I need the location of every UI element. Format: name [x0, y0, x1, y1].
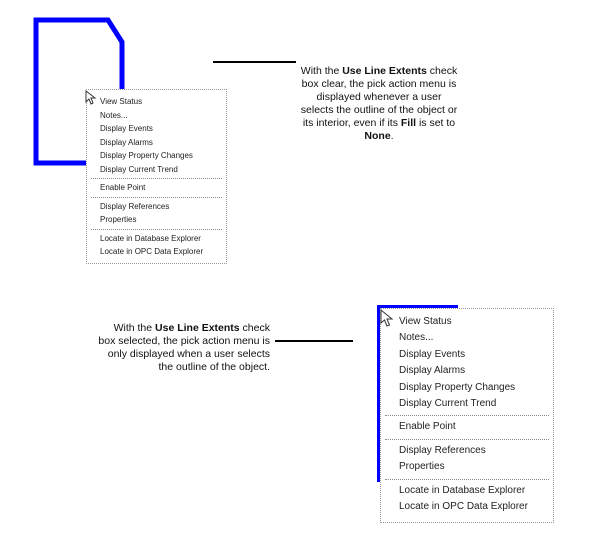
menu-separator [385, 478, 549, 480]
menu-item-display-events[interactable]: Display Events [399, 348, 466, 360]
menu-item-display-property-changes[interactable]: Display Property Changes [399, 381, 516, 393]
callout-text-1: With the Use Line Extents check box clea… [300, 65, 458, 142]
menu-item-display-references[interactable]: Display References [399, 444, 486, 456]
mouse-cursor-icon [380, 309, 394, 327]
menu-item-view-status[interactable]: View Status [399, 316, 452, 327]
callout-line-2 [275, 340, 353, 342]
object-outline-selected[interactable] [377, 305, 458, 482]
object-outline-clear[interactable] [33, 17, 125, 166]
menu-item-notes[interactable]: Notes... [399, 332, 434, 344]
menu-item-display-alarms[interactable]: Display Alarms [399, 365, 466, 377]
menu-item-display-alarms[interactable]: Display Alarms [100, 137, 153, 147]
menu-separator [385, 438, 549, 440]
menu-separator [91, 196, 222, 198]
menu-item-locate-opc-explorer[interactable]: Locate in OPC Data Explorer [100, 247, 204, 256]
mouse-cursor-icon [85, 90, 97, 105]
menu-separator [91, 178, 222, 179]
menu-item-display-current-trend[interactable]: Display Current Trend [100, 164, 178, 174]
menu-item-enable-point[interactable]: Enable Point [399, 421, 456, 433]
menu-item-display-events[interactable]: Display Events [100, 124, 153, 133]
menu-item-display-current-trend[interactable]: Display Current Trend [399, 398, 497, 410]
menu-separator [91, 228, 222, 230]
menu-item-view-status[interactable]: View Status [100, 97, 143, 106]
callout-text-2: With the Use Line Extents check box sele… [98, 322, 270, 373]
menu-item-notes[interactable]: Notes... [100, 110, 128, 120]
callout-line-1 [213, 61, 296, 63]
menu-separator [385, 415, 549, 417]
menu-item-locate-database-explorer[interactable]: Locate in Database Explorer [100, 233, 201, 243]
menu-item-properties[interactable]: Properties [399, 461, 445, 473]
menu-item-display-property-changes[interactable]: Display Property Changes [100, 151, 193, 160]
menu-item-display-references[interactable]: Display References [100, 201, 170, 211]
menu-item-properties[interactable]: Properties [100, 215, 137, 224]
menu-item-locate-database-explorer[interactable]: Locate in Database Explorer [399, 484, 526, 496]
pick-action-menu-1: View Status Notes... Display Events Disp… [86, 89, 227, 264]
menu-item-locate-opc-explorer[interactable]: Locate in OPC Data Explorer [399, 501, 528, 513]
pick-action-menu-2: View Status Notes... Display Events Disp… [380, 308, 554, 523]
menu-item-enable-point[interactable]: Enable Point [100, 183, 146, 192]
